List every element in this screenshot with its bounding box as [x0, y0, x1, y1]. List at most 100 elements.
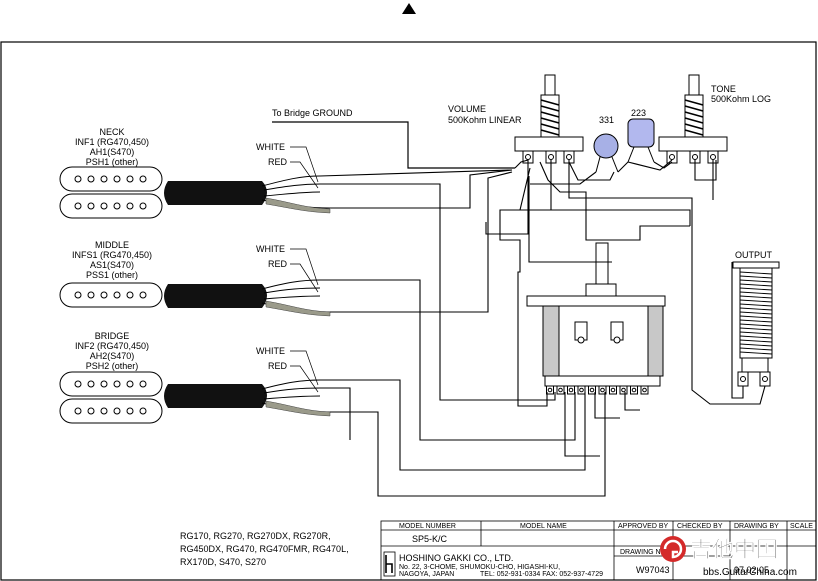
jack-thread-line: [739, 283, 773, 287]
hoshino-logo: [383, 551, 396, 577]
jack-thread-line: [739, 347, 773, 351]
svg-text:TONE: TONE: [711, 84, 736, 94]
bridge-ground-label: To Bridge GROUND: [272, 108, 353, 118]
svg-text:bbs.GuitarChina.com: bbs.GuitarChina.com: [703, 567, 797, 578]
pole-piece: [74, 291, 82, 299]
svg-text:MODEL NAME: MODEL NAME: [520, 523, 567, 530]
pole-piece: [139, 407, 147, 415]
pole-pieces: [74, 175, 147, 415]
bridge-pickup-label: BRIDGE INF2 (RG470,450) AH2(S470) PSH2 (…: [75, 331, 149, 371]
svg-text:RG450DX, RG470, RG470FMR, RG47: RG450DX, RG470, RG470FMR, RG470L,: [180, 544, 349, 554]
switch-lug-hole: [610, 387, 616, 393]
jack-thread-line: [739, 335, 773, 339]
jack-thread-line: [739, 275, 773, 279]
jack-thread-line: [739, 319, 773, 323]
pole-piece: [100, 380, 108, 388]
model-list: RG170, RG270, RG270DX, RG270R, RG450DX, …: [180, 531, 349, 567]
jack-thread-line: [739, 327, 773, 331]
svg-text:RG170, RG270, RG270DX, RG270R,: RG170, RG270, RG270DX, RG270R,: [180, 531, 331, 541]
pole-piece: [74, 380, 82, 388]
svg-text:WHITE: WHITE: [256, 244, 285, 254]
jack-thread-line: [739, 339, 773, 343]
jack-thread-line: [739, 295, 773, 299]
pickup-cables: [164, 181, 267, 408]
jack-thread-line: [739, 291, 773, 295]
pole-piece: [113, 175, 121, 183]
five-way-switch: [526, 242, 666, 387]
svg-text:500Kohm LOG: 500Kohm LOG: [711, 94, 771, 104]
svg-text:WHITE: WHITE: [256, 142, 285, 152]
switch-lug-hole: [558, 387, 563, 393]
svg-text:PSH2 (other): PSH2 (other): [86, 361, 139, 371]
guitarchina-watermark: 吉他中国 bbs.GuitarChina.com: [660, 536, 797, 578]
svg-text:RX170D, S470, S270: RX170D, S470, S270: [180, 557, 266, 567]
svg-text:DRAWING NUMBER: DRAWING NUMBER: [620, 549, 686, 556]
capacitor-331: 331: [593, 115, 619, 173]
svg-text:PSS1 (other): PSS1 (other): [86, 270, 138, 280]
svg-text:NAGOYA, JAPAN: NAGOYA, JAPAN: [399, 571, 454, 578]
svg-text:BRIDGE: BRIDGE: [95, 331, 130, 341]
middle-wire-labels: WHITE RED: [256, 244, 319, 293]
svg-text:吉他中国: 吉他中国: [690, 537, 778, 562]
svg-text:RED: RED: [268, 157, 288, 167]
bridge-pickup: [59, 371, 163, 424]
pole-piece: [74, 202, 82, 210]
pole-piece: [100, 407, 108, 415]
jack-thread-line: [739, 315, 773, 319]
svg-text:OUTPUT: OUTPUT: [735, 250, 773, 260]
pole-piece: [74, 175, 82, 183]
svg-text:WHITE: WHITE: [256, 346, 285, 356]
jack-thread-line: [739, 287, 773, 291]
jack-thread-line: [739, 303, 773, 307]
pole-piece: [139, 291, 147, 299]
svg-text:HOSHINO GAKKI CO., LTD.: HOSHINO GAKKI CO., LTD.: [399, 553, 513, 563]
svg-text:TEL: 052-931-0334 FAX: 052-93: TEL: 052-931-0334 FAX: 052-937-4729: [480, 571, 603, 578]
pole-piece: [113, 291, 121, 299]
svg-text:97.02.05: 97.02.05: [734, 565, 769, 575]
switch-lug-hole: [579, 387, 584, 393]
volume-pot: VOLUME 500Kohm LINEAR: [448, 74, 584, 164]
switch-lug-hole: [600, 387, 605, 393]
svg-text:INFS1 (RG470,450): INFS1 (RG470,450): [72, 250, 152, 260]
svg-text:W97043: W97043: [636, 565, 670, 575]
pole-piece: [87, 175, 95, 183]
svg-text:RED: RED: [268, 361, 288, 371]
svg-text:INF2 (RG470,450): INF2 (RG470,450): [75, 341, 149, 351]
jack-thread-line: [739, 279, 773, 283]
svg-text:AH2(S470): AH2(S470): [90, 351, 135, 361]
svg-text:DRAWING BY: DRAWING BY: [734, 523, 779, 530]
orientation-arrow-icon: [402, 3, 416, 14]
pole-piece: [113, 407, 121, 415]
pole-piece: [87, 380, 95, 388]
pole-piece: [87, 291, 95, 299]
title-block: [380, 520, 817, 581]
bridge-ground-wire: [272, 121, 515, 169]
tone-pot: TONE 500Kohm LOG: [658, 74, 771, 164]
jack-thread-line: [739, 311, 773, 315]
jack-thread-line: [739, 323, 773, 327]
pole-piece: [139, 175, 147, 183]
switch-lug-hole: [568, 387, 574, 393]
jack-thread-line: [739, 271, 773, 275]
pole-piece: [87, 202, 95, 210]
svg-text:PSH1 (other): PSH1 (other): [86, 157, 139, 167]
jack-thread-line: [739, 343, 773, 347]
svg-text:SCALE: SCALE: [790, 523, 813, 530]
pole-piece: [126, 407, 134, 415]
svg-text:VOLUME: VOLUME: [448, 104, 486, 114]
jack-thread-line: [739, 307, 773, 311]
switch-lug-hole: [642, 387, 647, 393]
pole-piece: [87, 407, 95, 415]
pole-piece: [113, 380, 121, 388]
svg-text:223: 223: [631, 108, 646, 118]
neck-pickup: [59, 166, 163, 219]
pole-piece: [74, 407, 82, 415]
title-block-text: MODEL NUMBER MODEL NAME APPROVED BY CHEC…: [399, 523, 813, 578]
svg-text:MODEL NUMBER: MODEL NUMBER: [399, 523, 456, 530]
middle-pickup-label: MIDDLE INFS1 (RG470,450) AS1(S470) PSS1 …: [72, 240, 152, 280]
svg-text:No. 22, 3-CHOME, SHUMOKU-CHO,: No. 22, 3-CHOME, SHUMOKU-CHO, HIGASHI-KU…: [399, 564, 560, 571]
svg-text:331: 331: [599, 115, 614, 125]
jack-thread-line: [739, 331, 773, 335]
ground-wire-braids: [265, 197, 331, 417]
